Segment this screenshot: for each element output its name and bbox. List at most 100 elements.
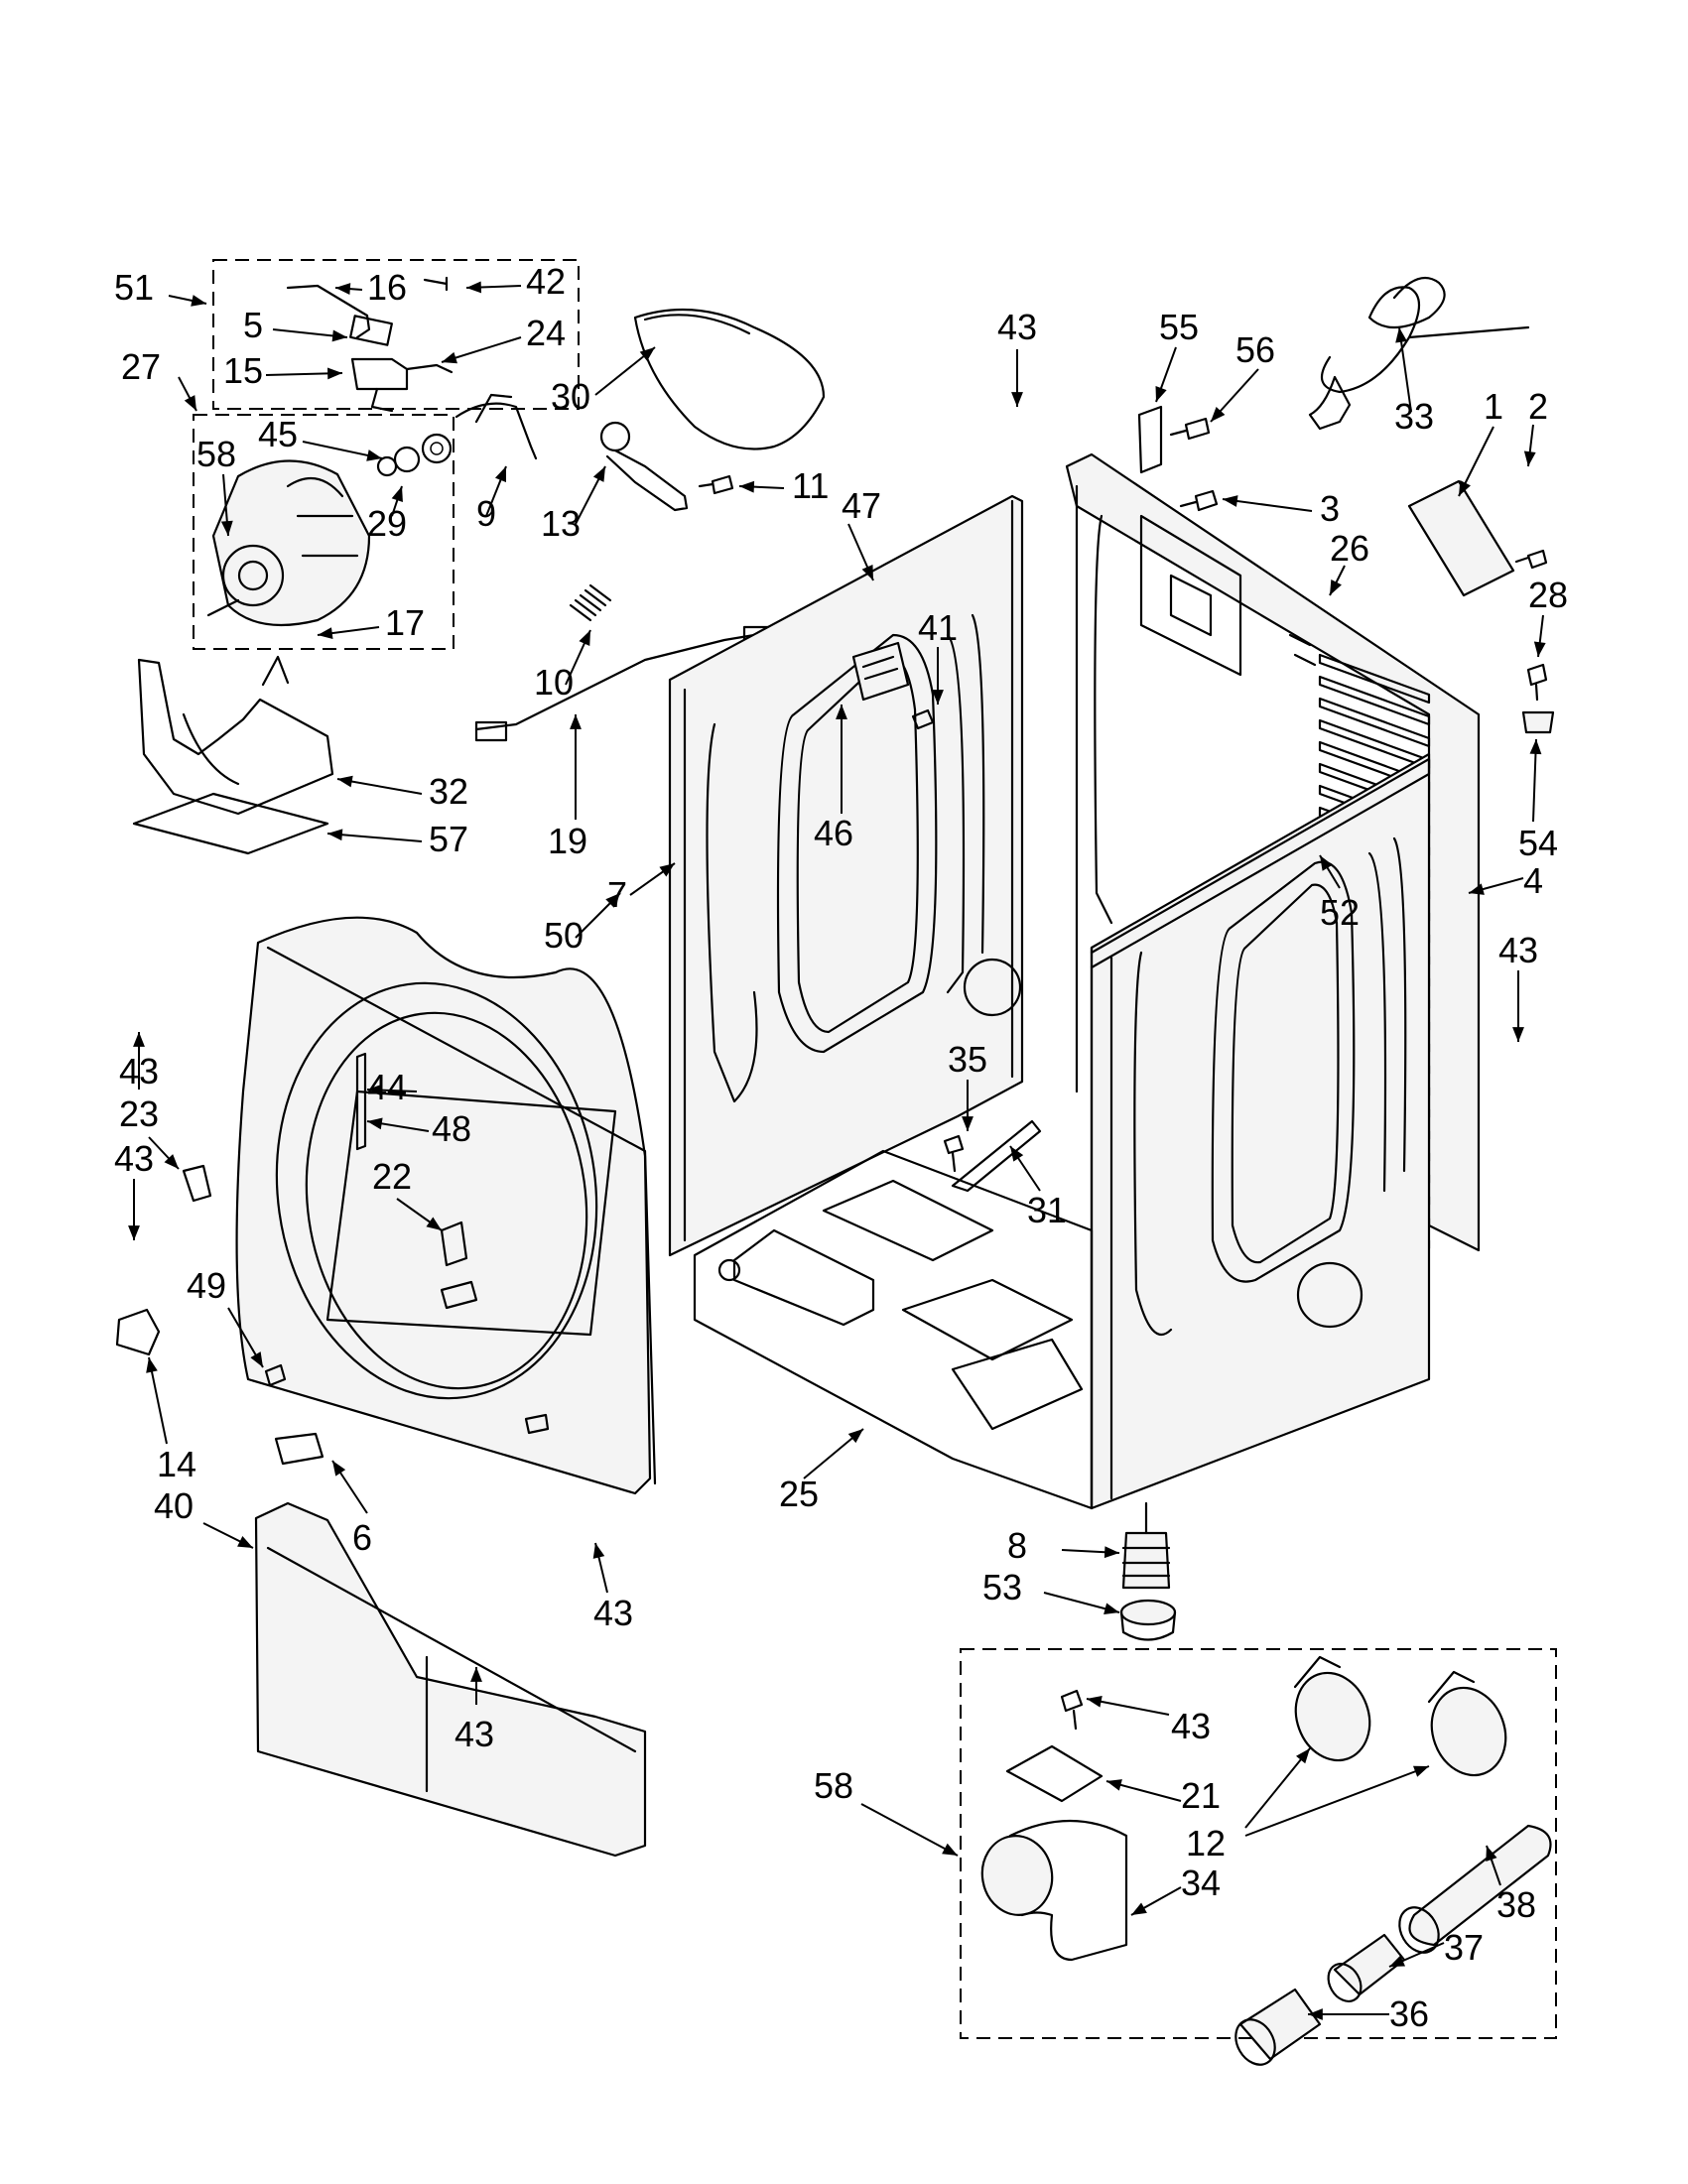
callout-34: 34 bbox=[1181, 1863, 1221, 1903]
callout-48: 48 bbox=[432, 1108, 471, 1149]
arrowhead bbox=[962, 1116, 974, 1131]
callout-12: 12 bbox=[1186, 1823, 1226, 1863]
callout-55: 55 bbox=[1159, 307, 1199, 347]
grommet bbox=[1521, 710, 1555, 734]
terminal-screw bbox=[911, 708, 935, 730]
arrowhead bbox=[1395, 327, 1407, 343]
callout-43: 43 bbox=[119, 1051, 159, 1092]
duct-clamp bbox=[1234, 1988, 1322, 2066]
callout-56: 56 bbox=[1235, 329, 1275, 370]
arrowhead bbox=[391, 486, 403, 502]
arrowhead bbox=[579, 630, 590, 646]
arrowhead bbox=[847, 1429, 863, 1444]
mount-pad bbox=[132, 792, 329, 855]
callout-30: 30 bbox=[551, 376, 590, 417]
sensor-kit bbox=[286, 276, 454, 413]
arrowhead bbox=[1211, 407, 1226, 422]
callout-1: 1 bbox=[1484, 386, 1503, 427]
arrowhead bbox=[836, 705, 847, 719]
exhaust-duct bbox=[1398, 1824, 1552, 1954]
panel-screw-49 bbox=[264, 1363, 287, 1387]
arrowhead bbox=[1330, 579, 1342, 595]
cabinet-rear-panel bbox=[1065, 452, 1481, 1252]
door-hinge-rod bbox=[355, 1052, 367, 1151]
exhaust-kit-group-box bbox=[960, 1648, 1557, 2039]
callout-42: 42 bbox=[526, 261, 566, 302]
arrowhead bbox=[426, 1217, 442, 1230]
idler-spring bbox=[569, 583, 612, 622]
arrowhead bbox=[470, 1667, 482, 1682]
leader-line bbox=[1244, 1747, 1311, 1829]
arrowhead bbox=[739, 480, 755, 493]
arrowhead bbox=[128, 1225, 140, 1240]
callout-43: 43 bbox=[997, 307, 1037, 347]
callout-35: 35 bbox=[948, 1039, 987, 1080]
arrowhead bbox=[1010, 1146, 1024, 1162]
arrowhead bbox=[367, 1117, 383, 1130]
arrowhead bbox=[1155, 386, 1167, 402]
callout-3: 3 bbox=[1320, 488, 1340, 529]
callout-17: 17 bbox=[385, 602, 425, 643]
arrowhead bbox=[1104, 1603, 1119, 1614]
arrowhead bbox=[942, 1843, 958, 1856]
callout-46: 46 bbox=[814, 813, 853, 853]
arrowhead bbox=[337, 775, 353, 788]
base-bracket bbox=[951, 1119, 1042, 1193]
callout-36: 36 bbox=[1389, 1993, 1429, 2034]
callout-6: 6 bbox=[352, 1517, 372, 1558]
leveling-leg bbox=[1121, 1501, 1171, 1590]
callout-9: 9 bbox=[476, 493, 496, 534]
vent-louver bbox=[1318, 675, 1431, 726]
vent-louver bbox=[1318, 718, 1431, 770]
arrowhead bbox=[1486, 1846, 1497, 1862]
exhaust-cover bbox=[1005, 1689, 1104, 1803]
idler-bolt bbox=[698, 474, 734, 495]
arrowhead bbox=[1011, 392, 1023, 407]
leg-cap bbox=[1119, 1599, 1177, 1641]
arrowhead bbox=[184, 395, 196, 411]
arrowhead bbox=[191, 295, 206, 307]
callout-41: 41 bbox=[918, 607, 958, 648]
arrowhead bbox=[1413, 1765, 1429, 1777]
cabinet-right-side bbox=[1090, 752, 1431, 1510]
arrowhead bbox=[1087, 1695, 1103, 1708]
arrowhead bbox=[861, 565, 873, 580]
callout-58: 58 bbox=[196, 434, 236, 474]
motor-mount bbox=[137, 655, 334, 816]
arrowhead bbox=[237, 1536, 253, 1548]
callout-43: 43 bbox=[593, 1593, 633, 1633]
power-cord bbox=[1308, 276, 1530, 431]
callout-27: 27 bbox=[121, 346, 161, 387]
callout-16: 16 bbox=[367, 267, 407, 308]
leader-line bbox=[326, 833, 423, 842]
bracket-screw bbox=[1169, 417, 1211, 441]
arrowhead bbox=[326, 367, 342, 380]
arrowhead bbox=[367, 1084, 383, 1096]
cabinet-left-side bbox=[668, 494, 1024, 1257]
arrowhead bbox=[442, 351, 457, 364]
arrowhead bbox=[659, 863, 675, 877]
arrowhead bbox=[146, 1357, 158, 1373]
vent-louver bbox=[1318, 697, 1431, 748]
door-switch bbox=[182, 1164, 212, 1203]
callout-7: 7 bbox=[607, 874, 627, 915]
arrowhead bbox=[335, 283, 351, 296]
motor-kit-group-box bbox=[193, 414, 454, 650]
callout-45: 45 bbox=[258, 414, 298, 454]
terminal-block bbox=[851, 641, 910, 702]
arrowhead bbox=[331, 329, 347, 342]
callout-31: 31 bbox=[1027, 1190, 1067, 1230]
arrowhead bbox=[605, 893, 620, 908]
callout-47: 47 bbox=[842, 485, 881, 526]
callout-33: 33 bbox=[1394, 396, 1434, 437]
sensor-kit-group-box bbox=[212, 259, 580, 410]
callout-19: 19 bbox=[548, 821, 587, 861]
grommet-screw bbox=[1526, 663, 1548, 702]
arrowhead bbox=[639, 347, 655, 361]
leader-line bbox=[860, 1803, 959, 1857]
arrowhead bbox=[494, 466, 506, 482]
callout-10: 10 bbox=[534, 662, 574, 703]
arrowhead bbox=[1523, 450, 1536, 466]
callout-58: 58 bbox=[814, 1765, 853, 1806]
idler-arm bbox=[599, 421, 689, 512]
